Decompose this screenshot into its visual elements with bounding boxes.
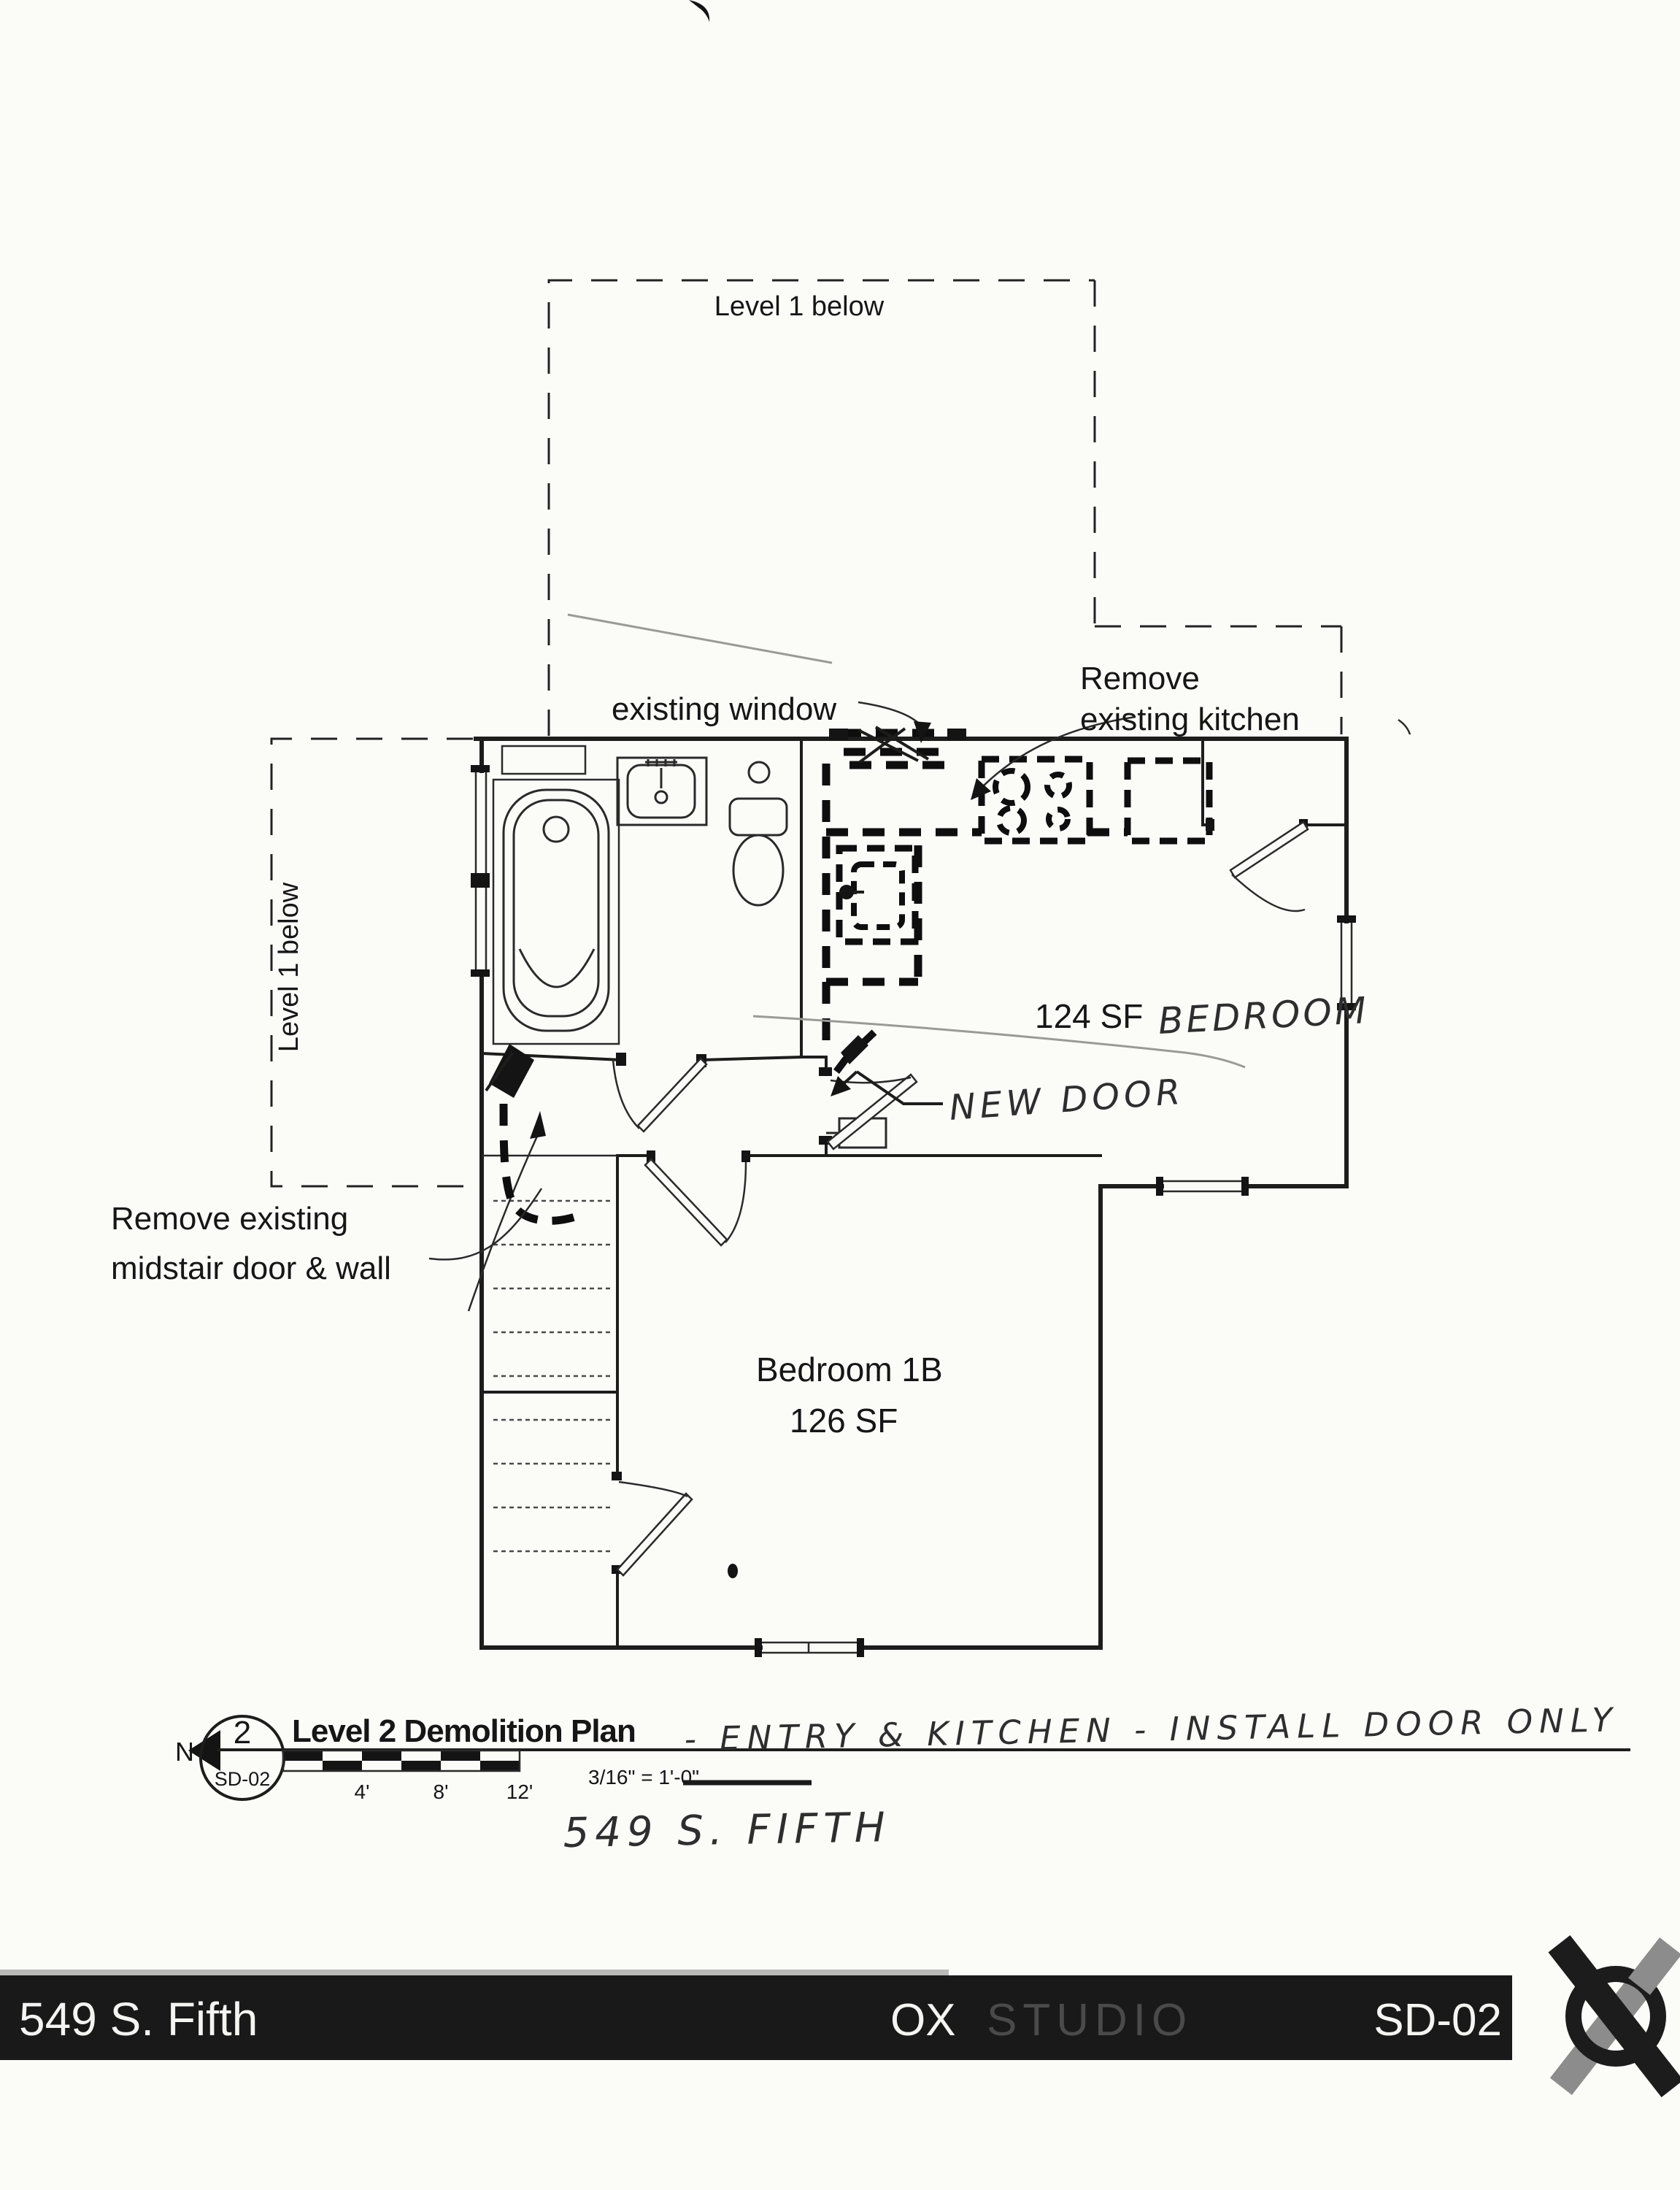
ox-studio-logo-icon bbox=[1548, 1935, 1680, 2097]
bedroom-handwritten-label: BEDROOM bbox=[1157, 989, 1371, 1042]
window-bathroom-west bbox=[471, 765, 490, 977]
scale-tick-8: 8' bbox=[434, 1780, 449, 1803]
pencil-stray-line bbox=[567, 613, 833, 664]
handwritten-address: 549 S. FIFTH bbox=[563, 1804, 891, 1857]
detail-number: 2 bbox=[234, 1715, 251, 1751]
remove-kitchen-leader bbox=[979, 715, 1136, 791]
demolished-window-scribble bbox=[829, 726, 966, 769]
new-door-leader bbox=[855, 1070, 943, 1105]
small-room-door bbox=[612, 1472, 693, 1577]
detail-sheet-ref: SD-02 bbox=[215, 1768, 271, 1790]
scale-text: 3/16" = 1'-0" bbox=[588, 1766, 699, 1788]
existing-window-label: existing window bbox=[612, 691, 836, 727]
closet-door bbox=[1206, 819, 1309, 912]
remove-midstair-label-1: Remove existing bbox=[111, 1201, 348, 1237]
level1-below-left-label: Level 1 below bbox=[274, 882, 304, 1052]
remove-kitchen-label-2: existing kitchen bbox=[1080, 702, 1300, 737]
kitchen-sink-demo bbox=[836, 845, 919, 945]
window-bedroom-east bbox=[1337, 915, 1356, 1010]
footer-bar: 549 S. Fifth OX STUDIO SD-02 bbox=[0, 1935, 1680, 2097]
remove-kitchen-tick bbox=[1398, 718, 1411, 735]
bathtub bbox=[492, 745, 620, 1045]
plan-walls bbox=[474, 737, 1349, 1650]
existing-window-leader bbox=[858, 701, 922, 726]
stair-up-arrow bbox=[467, 1132, 540, 1312]
annotation-leaders bbox=[428, 701, 1411, 1261]
level1-below-left-outline bbox=[270, 737, 476, 1188]
remove-midstair-label-2: midstair door & wall bbox=[111, 1250, 391, 1286]
area-124-label: 124 SF bbox=[1035, 997, 1143, 1035]
ink-smudge-top bbox=[689, 0, 710, 22]
existing-window-arrowhead bbox=[914, 721, 931, 743]
fridge-demo bbox=[1124, 757, 1213, 845]
ink-dot bbox=[728, 1564, 738, 1578]
midstair-demolition bbox=[485, 1044, 587, 1225]
scale-tick-4: 4' bbox=[355, 1780, 370, 1803]
new-door-handwritten-label: NEW DOOR bbox=[948, 1072, 1186, 1129]
bedroom-1b-door bbox=[644, 1150, 750, 1247]
stair-up-arrowhead bbox=[530, 1111, 546, 1139]
scale-tick-12: 12' bbox=[506, 1780, 533, 1803]
new-door-arrowhead bbox=[831, 1076, 851, 1096]
bathroom-door bbox=[612, 1053, 708, 1133]
pencil-stray-line-2 bbox=[752, 1015, 1246, 1069]
drawing-title: Level 2 Demolition Plan bbox=[292, 1713, 636, 1749]
footer-brand-primary: OX bbox=[890, 1995, 956, 2045]
footer-sheet-number: SD-02 bbox=[1373, 1995, 1502, 2045]
bedroom-1b-area-label: 126 SF bbox=[790, 1402, 898, 1440]
toilet bbox=[728, 761, 788, 907]
level1-below-top-label: Level 1 below bbox=[714, 291, 885, 322]
footer-brand-secondary: STUDIO bbox=[987, 1995, 1192, 2045]
window-1b-south bbox=[755, 1638, 864, 1657]
remove-kitchen-arrowhead bbox=[971, 778, 991, 800]
stairs bbox=[467, 1111, 613, 1553]
scale-bar: 4' 8' 12' bbox=[282, 1749, 533, 1803]
bathroom-sink bbox=[616, 756, 708, 826]
level1-below-upper-outline bbox=[547, 279, 1343, 736]
kitchen-demolition bbox=[822, 726, 1213, 1047]
remove-kitchen-label-1: Remove bbox=[1080, 661, 1200, 696]
stove-demo bbox=[978, 756, 1093, 845]
bedroom-1b-name-label: Bedroom 1B bbox=[756, 1350, 943, 1388]
midstair-leader bbox=[428, 1188, 543, 1261]
title-block: N 2 SD-02 Level 2 Demolition Plan 4' 8' … bbox=[175, 1700, 1630, 1857]
window-124-south bbox=[1156, 1177, 1249, 1196]
footer-bar-background bbox=[0, 1975, 1512, 2060]
north-arrow-icon bbox=[188, 1730, 220, 1771]
footer-project-title: 549 S. Fifth bbox=[19, 1993, 258, 2045]
